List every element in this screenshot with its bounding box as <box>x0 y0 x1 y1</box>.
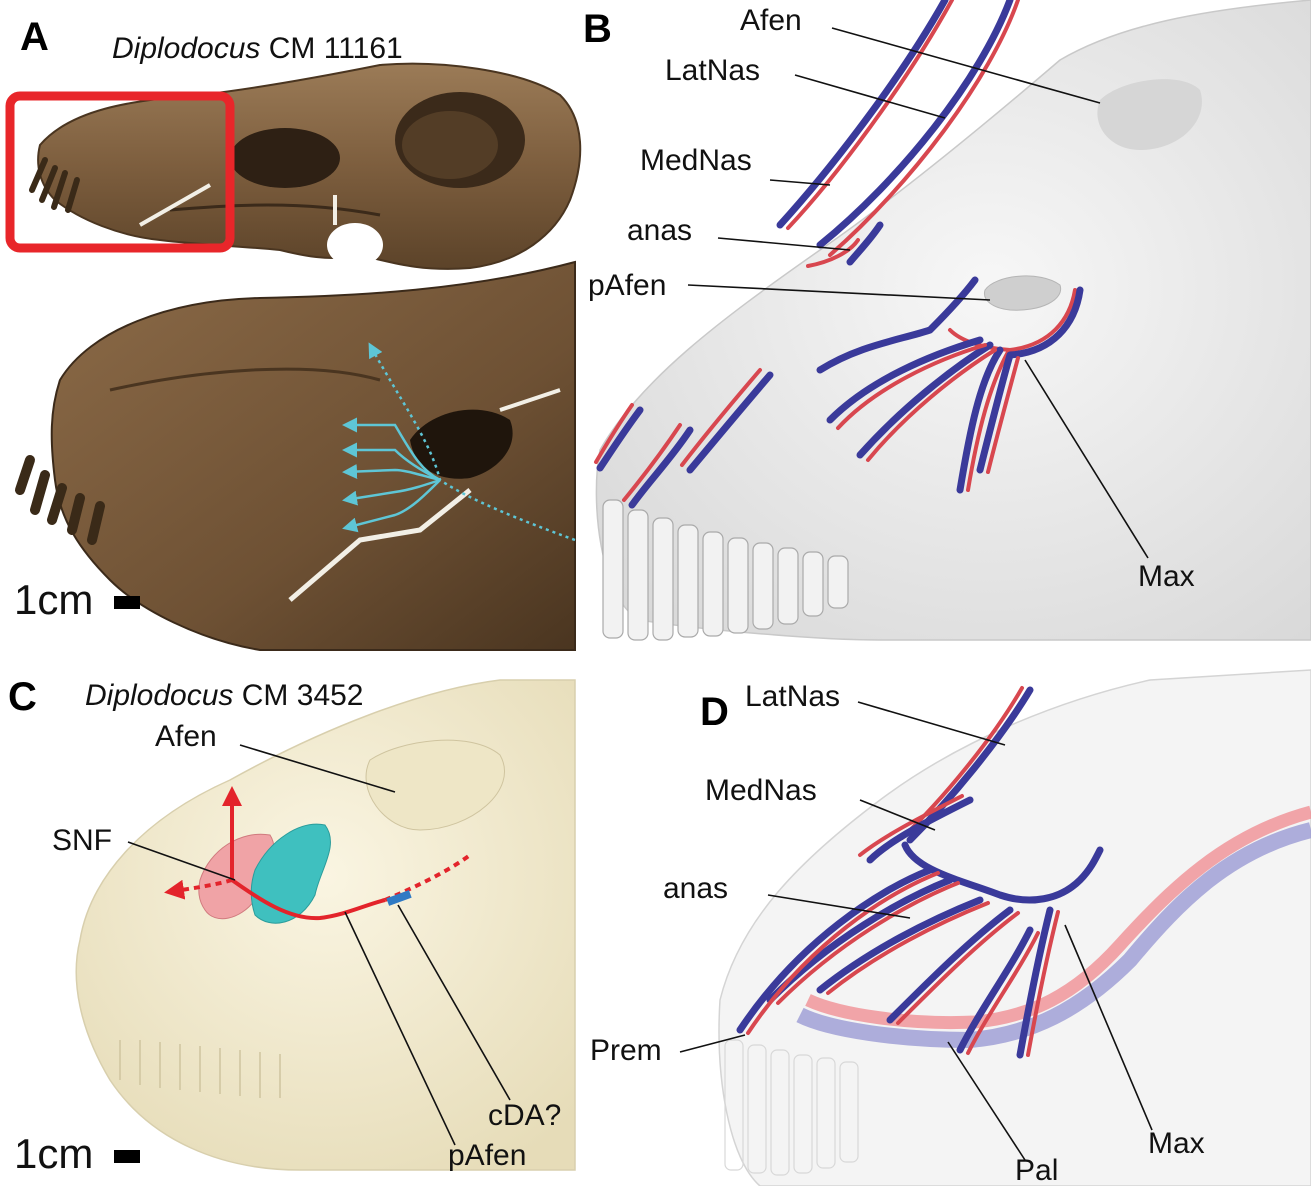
panel-a-genus: Diplodocus <box>112 32 260 65</box>
label-d-mednas: MedNas <box>705 774 817 807</box>
panel-a: A Diplodocus CM 11161 <box>10 15 580 650</box>
label-d-prem: Prem <box>590 1034 662 1067</box>
panel-c-genus: Diplodocus <box>85 679 233 712</box>
fossil-snout-closeup <box>20 262 575 650</box>
label-d-latnas: LatNas <box>745 680 840 713</box>
label-b-max: Max <box>1138 560 1195 593</box>
label-b-mednas: MedNas <box>640 144 752 177</box>
label-b-latnas: LatNas <box>665 54 760 87</box>
label-c-snf: SNF <box>52 824 112 857</box>
panel-d-letter: D <box>700 690 729 734</box>
label-d-max: Max <box>1148 1127 1205 1160</box>
label-b-afen: Afen <box>740 4 802 37</box>
antorbital-fenestra-dark <box>230 128 340 188</box>
label-c-afen: Afen <box>155 720 217 753</box>
panel-b: B Afen LatNas MedNas anas pAfen Max <box>583 0 1311 640</box>
label-c-cda: cDA? <box>488 1099 561 1132</box>
label-b-anas: anas <box>627 214 692 247</box>
label-b-pafen: pAfen <box>588 269 666 302</box>
panel-a-scale-label: 1cm <box>14 576 93 623</box>
lower-fenestra <box>327 223 383 267</box>
panel-a-title: Diplodocus CM 11161 <box>112 32 403 65</box>
skull-transparent-d <box>719 670 1311 1186</box>
panel-a-letter: A <box>20 15 49 59</box>
panel-a-scale-bar <box>114 596 140 609</box>
label-d-pal: Pal <box>1015 1154 1058 1186</box>
panel-c-scale-label: 1cm <box>14 1130 93 1177</box>
panel-d: D LatNas MedNas anas Prem Max Pal <box>590 670 1311 1186</box>
panel-c-specimen: CM 3452 <box>242 679 364 712</box>
panel-c-letter: C <box>8 675 37 719</box>
label-c-pafen: pAfen <box>448 1139 526 1172</box>
panel-c-title: Diplodocus CM 3452 <box>85 679 364 712</box>
panel-c: C Diplodocus CM 3452 Afen SNF cDA? pAfen… <box>8 675 575 1177</box>
panel-c-scale-bar <box>114 1150 140 1163</box>
panel-b-letter: B <box>583 7 612 51</box>
skull-ct-c <box>76 680 575 1170</box>
panel-a-specimen: CM 11161 <box>269 32 403 65</box>
label-d-anas: anas <box>663 872 728 905</box>
